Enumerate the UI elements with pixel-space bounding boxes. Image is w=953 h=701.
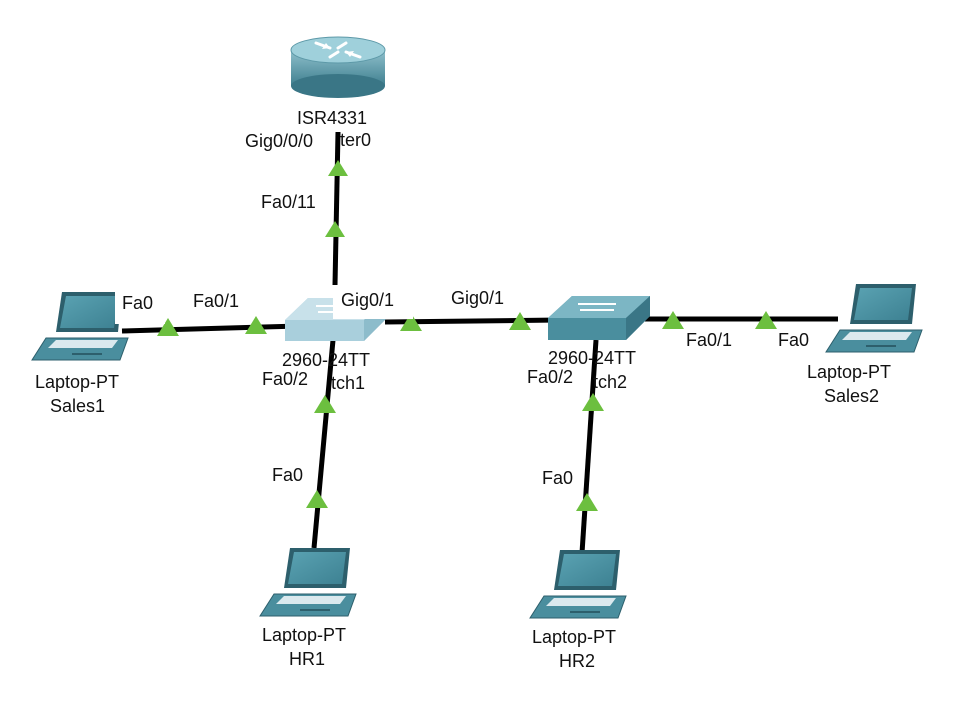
hr2-type-label: Laptop-PT bbox=[532, 627, 616, 647]
sales2-name-label: Sales2 bbox=[824, 386, 879, 406]
status-triangle bbox=[509, 312, 531, 330]
router-name-label: ter0 bbox=[340, 130, 371, 150]
switch1-name-label: tch1 bbox=[331, 373, 365, 393]
port-label-sw1-fa011: Fa0/11 bbox=[261, 192, 316, 212]
switch1-model-label: 2960-24TT bbox=[282, 350, 370, 370]
status-triangle bbox=[328, 160, 348, 176]
sales1-type-label: Laptop-PT bbox=[35, 372, 119, 392]
sales2-type-label: Laptop-PT bbox=[807, 362, 891, 382]
port-label-sw1-fa01: Fa0/1 bbox=[193, 291, 239, 311]
port-label-sales1-fa0: Fa0 bbox=[122, 293, 153, 313]
port-label-sw1-gig01: Gig0/1 bbox=[341, 290, 394, 310]
status-triangle bbox=[582, 393, 604, 411]
link-switch1-hr1[interactable] bbox=[311, 339, 336, 549]
router-icon[interactable] bbox=[290, 36, 386, 98]
hr2-name-label: HR2 bbox=[559, 651, 595, 671]
status-triangle bbox=[314, 395, 336, 413]
status-triangle bbox=[755, 311, 777, 329]
port-label-sw2-fa01: Fa0/1 bbox=[686, 330, 732, 350]
port-label-sales2-fa0: Fa0 bbox=[778, 330, 809, 350]
router-model-label: ISR4331 bbox=[297, 108, 367, 128]
link-switch2-hr2[interactable] bbox=[579, 339, 599, 554]
status-triangle bbox=[157, 318, 179, 336]
laptop-hr2-icon[interactable] bbox=[529, 550, 627, 619]
laptop-sales1-icon[interactable] bbox=[31, 292, 129, 361]
status-triangle bbox=[576, 493, 598, 511]
hr1-type-label: Laptop-PT bbox=[262, 625, 346, 645]
device-labels: ISR4331 ter0 2960-24TT tch1 2960-24TT tc… bbox=[35, 108, 891, 671]
status-triangle bbox=[400, 313, 422, 331]
laptop-sales2-icon[interactable] bbox=[825, 284, 923, 353]
switch2-model-label: 2960-24TT bbox=[548, 348, 636, 368]
link-sales1-switch1[interactable] bbox=[121, 323, 301, 334]
port-label-sw1-fa02: Fa0/2 bbox=[262, 369, 308, 389]
status-triangle bbox=[662, 311, 684, 329]
status-triangle bbox=[325, 221, 345, 237]
port-label-sw2-fa02: Fa0/2 bbox=[527, 367, 573, 387]
port-labels: Gig0/0/0 Fa0/11 Fa0 Fa0/1 Gig0/1 Gig0/1 … bbox=[122, 131, 809, 488]
sales1-name-label: Sales1 bbox=[50, 396, 105, 416]
status-triangle bbox=[306, 490, 328, 508]
port-label-sw2-gig01: Gig0/1 bbox=[451, 288, 504, 308]
switch2-icon[interactable] bbox=[548, 296, 650, 340]
switch2-name-label: tch2 bbox=[593, 372, 627, 392]
hr1-name-label: HR1 bbox=[289, 649, 325, 669]
laptop-hr1-icon[interactable] bbox=[259, 548, 357, 617]
port-label-hr1-fa0: Fa0 bbox=[272, 465, 303, 485]
status-triangle bbox=[245, 316, 267, 334]
port-label-router-gig000: Gig0/0/0 bbox=[245, 131, 313, 151]
link-status-indicators bbox=[157, 160, 777, 511]
link-router-switch1[interactable] bbox=[332, 131, 341, 286]
port-label-hr2-fa0: Fa0 bbox=[542, 468, 573, 488]
